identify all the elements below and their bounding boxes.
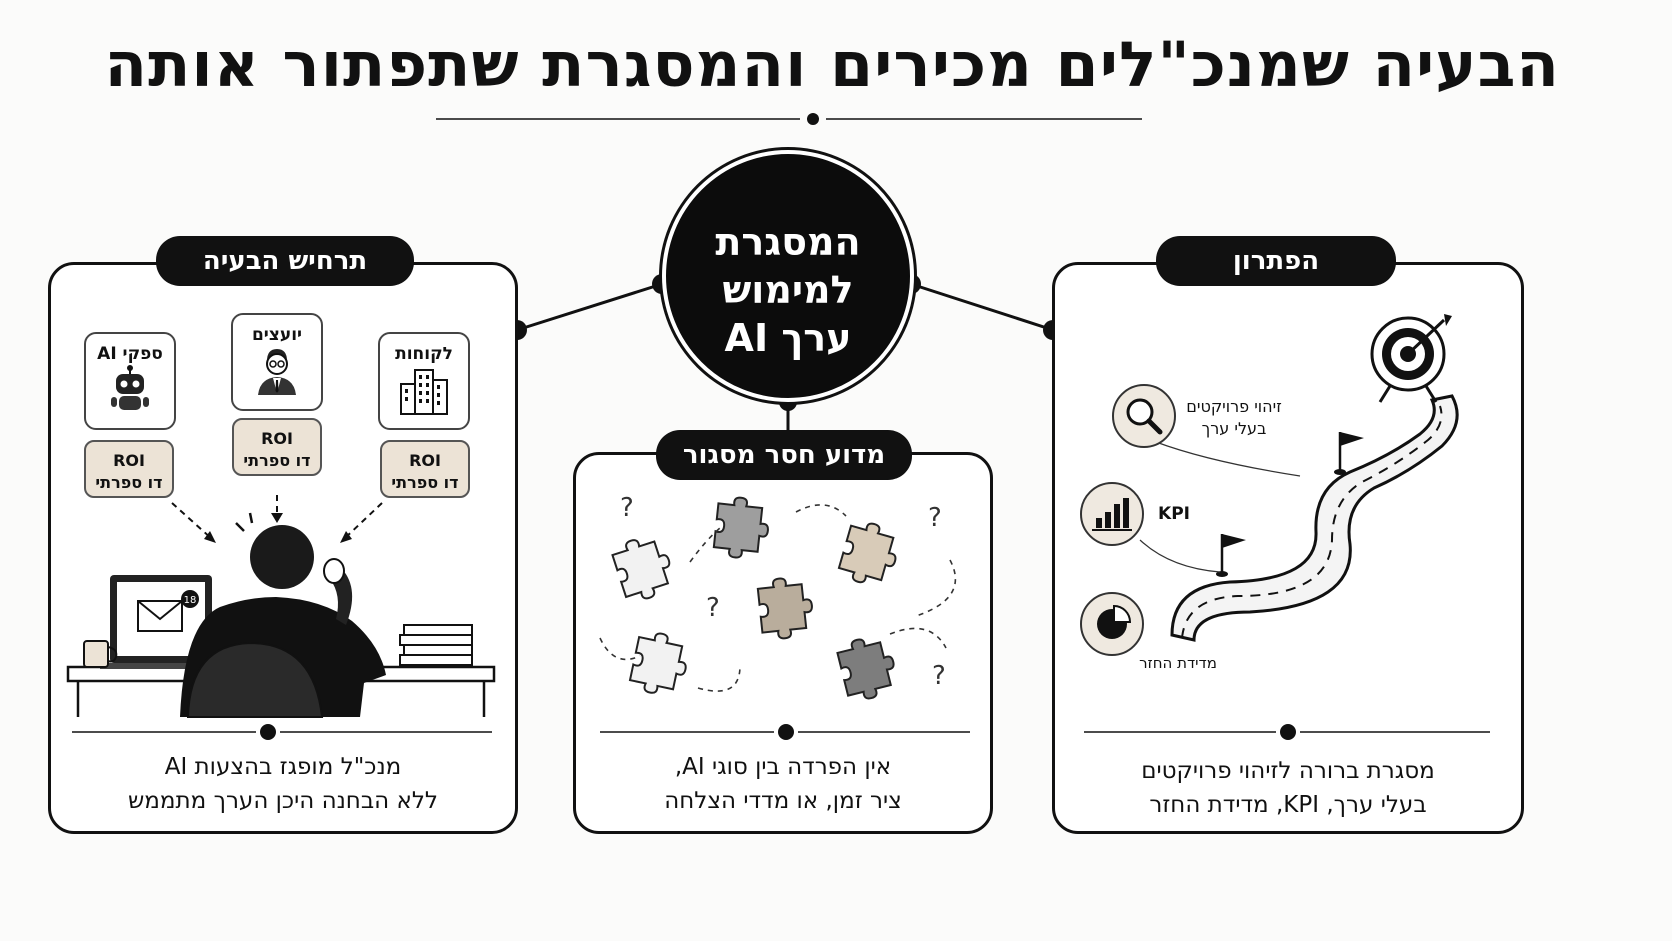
question-mark: ? [620,493,634,523]
roi-badge-line1: ROI [113,451,145,470]
email-notification-badge: 18 [184,595,197,606]
flag-icon [1216,534,1246,577]
puzzle-piece-grey-1 [712,494,772,562]
page-title: הבעיה שמנכ"לים מכירים והמסגרת שתפתור אות… [104,28,1560,101]
left-panel-divider [72,724,492,740]
magnifier-icon [1126,398,1163,435]
roi-circle [1080,592,1144,656]
bubble-label-consultants: יועצים [251,325,303,345]
right-panel-caption: מסגרת ברורה לזיהוי פרויקטים בעלי ערך, KP… [1054,754,1522,822]
identify-circle [1112,384,1176,448]
roi-badge-line1: ROI [261,429,293,448]
middle-panel-caption: אין הפרדה בין סוגי AI, ציר זמן, או מדדי … [575,750,991,818]
roi-badge-line2: דו ספרתי [243,451,311,470]
scattered-puzzle-illustration: ? ? ? ? [599,493,957,705]
kpi-label: KPI [1158,504,1190,524]
missing-framework-title: מדוע חסר מסגור [656,430,912,480]
bubble-customers: לקוחות [378,332,470,430]
roi-badge-ai-vendors: ROI דו ספרתי [84,440,174,498]
puzzle-piece-white-2 [627,628,693,700]
flag-icon [1334,432,1364,475]
puzzle-piece-grey-2 [834,631,902,705]
middle-caption-line1: אין הפרדה בין סוגי AI, [674,754,892,780]
dashed-paths [599,504,957,692]
left-caption-line2: ללא הבחנה היכן הערך מתממש [128,788,438,814]
robot-icon [111,365,149,410]
winding-road [1170,394,1459,642]
right-caption-line1: מסגרת ברורה לזיהוי פרויקטים [1141,758,1435,784]
building-icon [400,369,448,415]
middle-panel-divider [600,724,970,740]
bar-chart-icon [1092,498,1132,531]
identify-label: זיהוי פרויקטים בעלי ערך [1178,396,1290,440]
puzzle-piece-beige-1 [835,516,905,592]
roi-badge-line2: דו ספרתי [391,473,459,492]
consultant-icon [258,349,296,395]
center-line-2: למימוש [722,268,854,312]
identify-label-line2: בעלי ערך [1201,419,1267,438]
question-mark: ? [928,503,942,533]
identify-label-line1: זיהוי פרויקטים [1186,397,1282,416]
overwhelmed-ceo-illustration: 18 [66,495,496,718]
middle-caption-line2: ציר זמן, או מדדי הצלחה [664,788,902,814]
puzzle-piece-beige-2 [756,574,816,642]
question-mark: ? [932,661,946,691]
puzzle-piece-white-1 [609,530,679,606]
roi-measurement-label: מדידת החזר [1139,654,1217,672]
right-panel-divider [1084,724,1490,740]
kpi-circle [1080,482,1144,546]
roadmap-illustration [1139,314,1459,642]
roi-badge-consultants: ROI דו ספרתי [232,418,322,476]
title-divider [436,113,1142,125]
framework-center-circle: המסגרת למימוש ערך AI [662,150,914,402]
right-caption-line2: בעלי ערך, KPI, מדידת החזר [1149,792,1427,818]
stress-lines [235,512,254,532]
roi-badge-line1: ROI [409,451,441,470]
bubble-consultants: יועצים [231,313,323,411]
left-caption-line1: מנכ"ל מופגז בהצעות AI [164,754,402,780]
target-icon [1370,314,1452,403]
problem-scenario-title: תרחיש הבעיה [156,236,414,286]
roi-badge-line2: דו ספרתי [95,473,163,492]
road-center-line [1181,405,1443,639]
left-panel-caption: מנכ"ל מופגז בהצעות AI ללא הבחנה היכן הער… [50,750,516,818]
bubble-ai-vendors: ספקי AI [84,332,176,430]
pie-chart-icon [1097,604,1132,639]
bubble-label-ai-vendors: ספקי AI [97,344,163,364]
roi-badge-customers: ROI דו ספרתי [380,440,470,498]
solution-title: הפתרון [1156,236,1396,286]
bubble-label-customers: לקוחות [395,344,453,364]
center-line-1: המסגרת [715,220,861,264]
question-mark: ? [706,593,720,623]
center-line-3: ערך AI [724,316,852,360]
